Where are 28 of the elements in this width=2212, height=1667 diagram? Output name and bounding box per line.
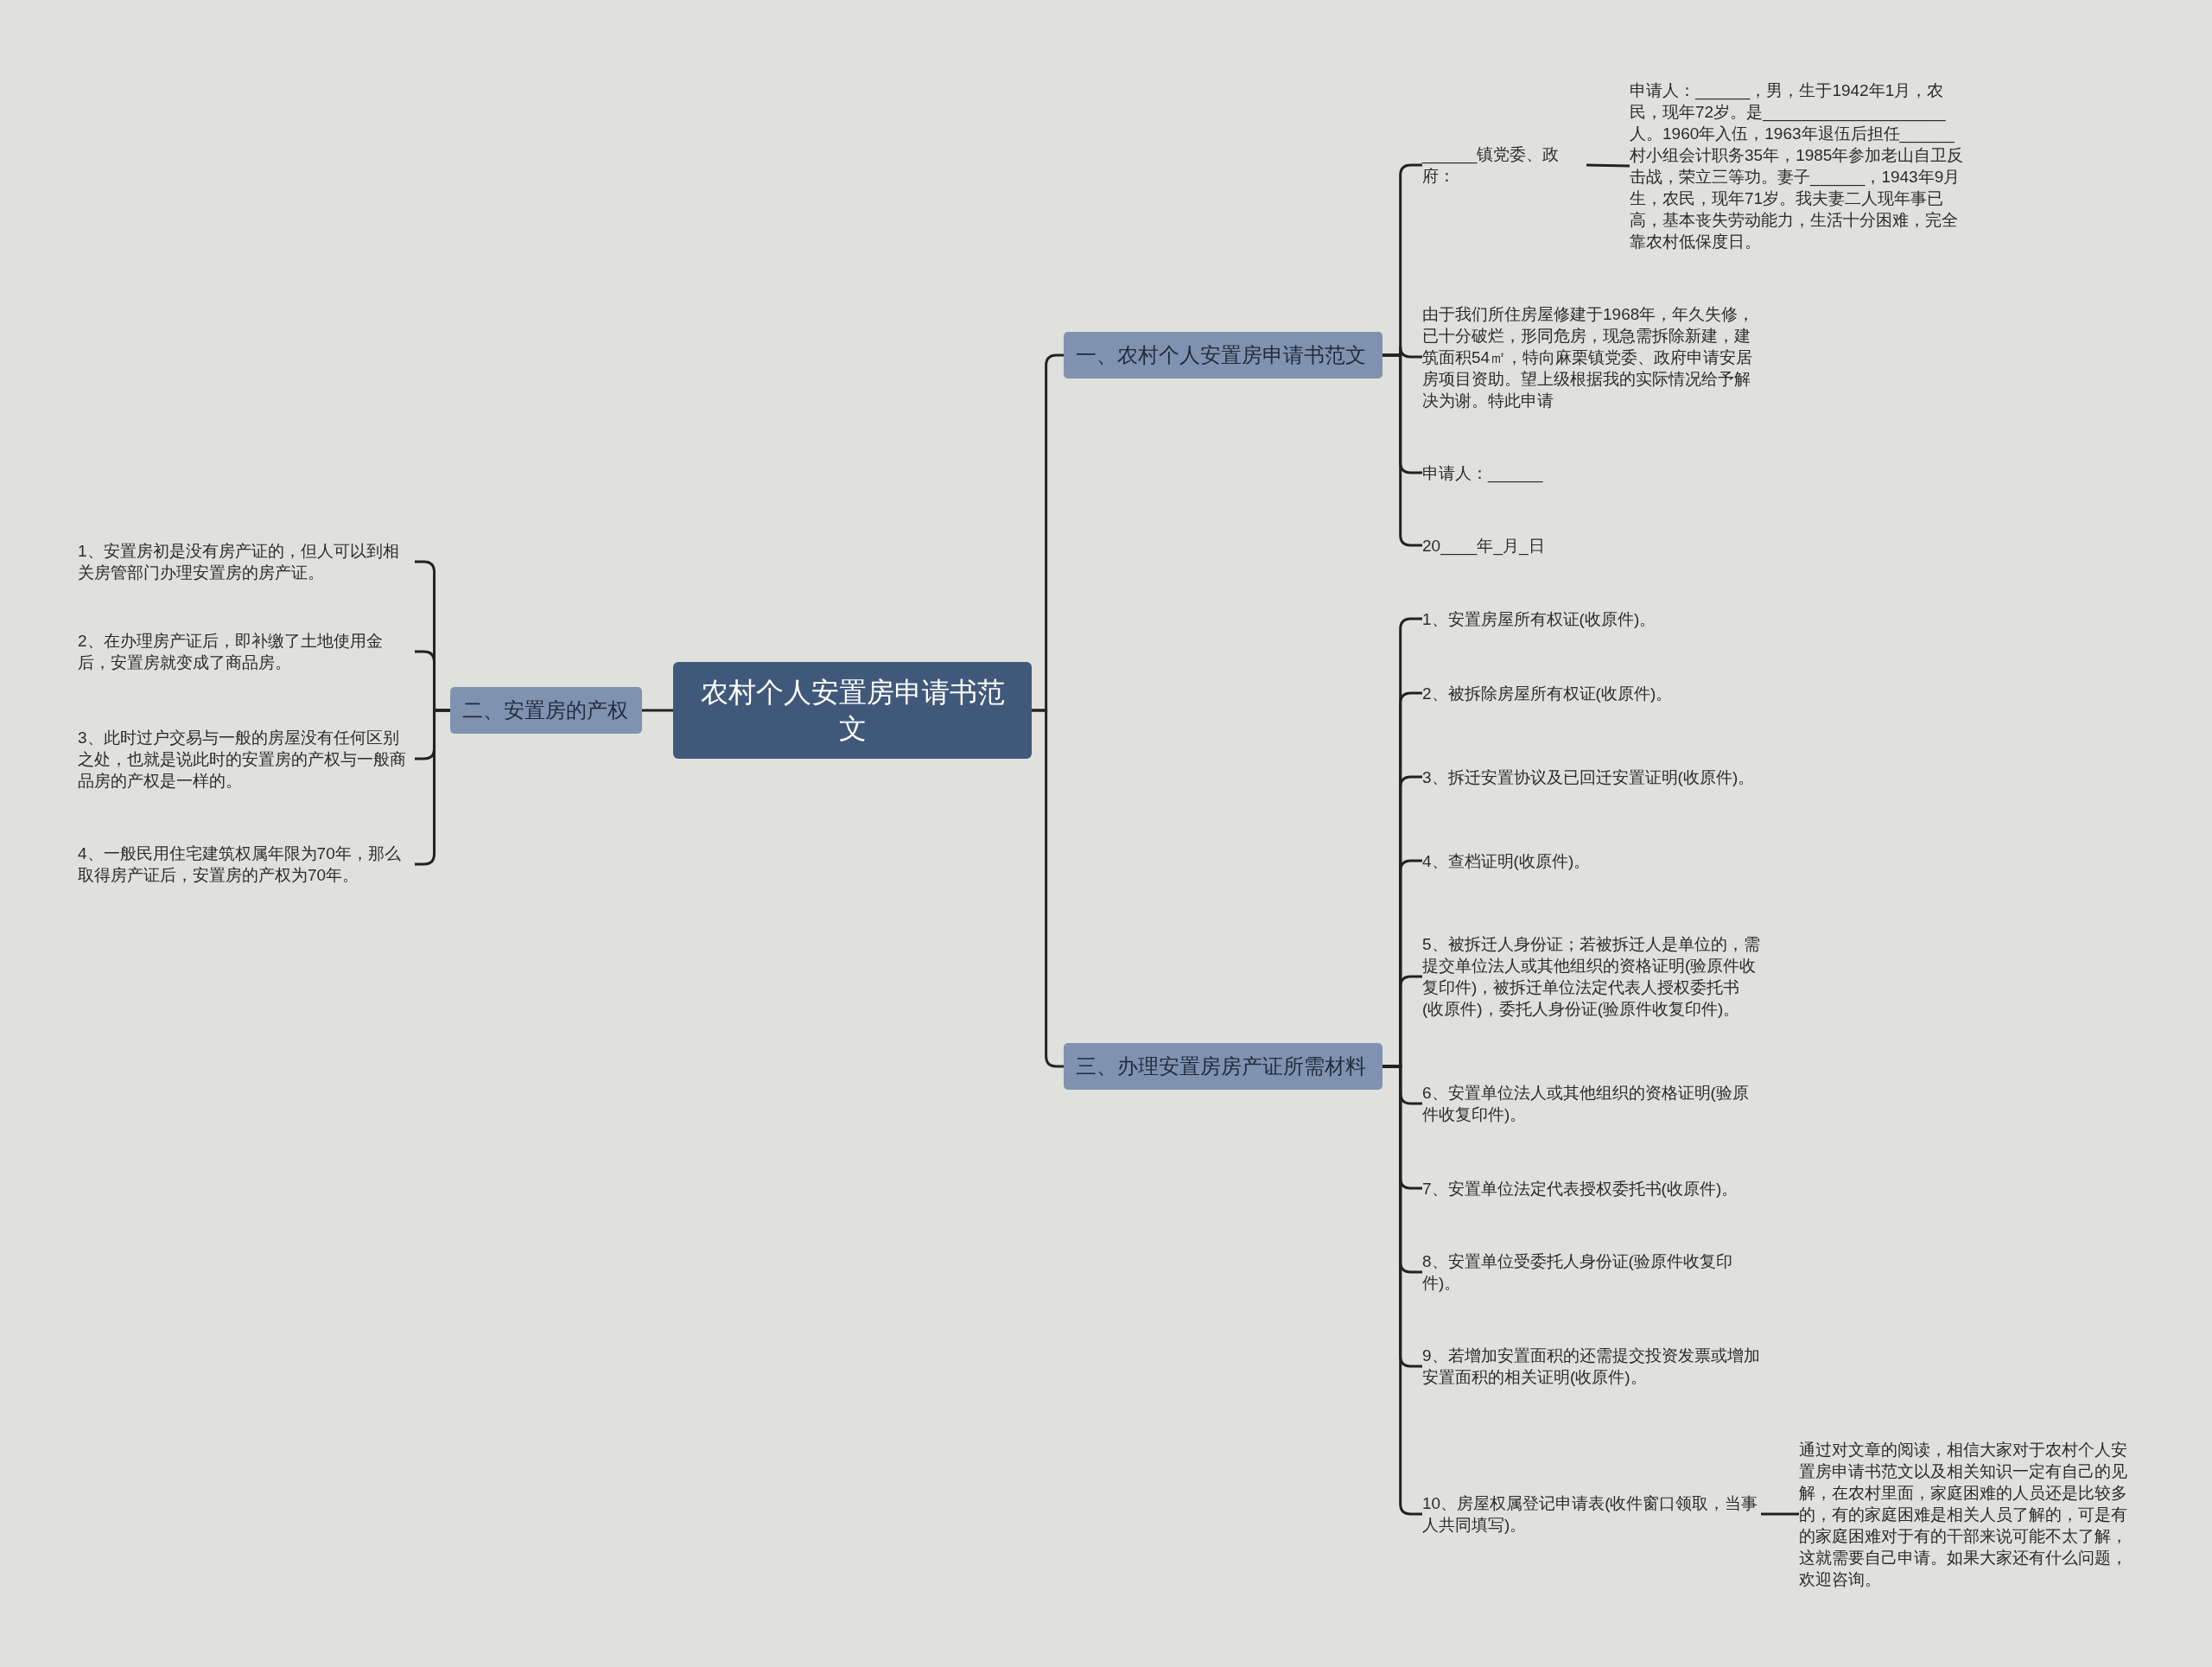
topic-text: 10、房屋权属登记申请表(收件窗口领取，当事人共同填写)。 bbox=[1422, 1492, 1761, 1536]
topic-text: 8、安置单位受委托人身份证(验原件收复印件)。 bbox=[1422, 1250, 1761, 1294]
topic-text: 2、被拆除房屋所有权证(收原件)。 bbox=[1422, 682, 1761, 704]
topic-text: 9、若增加安置面积的还需提交投资发票或增加安置面积的相关证明(收原件)。 bbox=[1422, 1345, 1761, 1388]
topic-text: 4、查档证明(收原件)。 bbox=[1422, 849, 1761, 872]
topic-text: 5、被拆迁人身份证；若被拆迁人是单位的，需提交单位法人或其他组织的资格证明(验原件收复印件)，被拆迁单位法定代表人授权委托书(收原件)，委托人身份证(验原件收复印件)。 bbox=[1422, 933, 1761, 1020]
connector-line bbox=[1761, 1512, 1799, 1516]
connector-line bbox=[1032, 709, 1064, 1068]
branch-topic-box: 二、安置房的产权 bbox=[450, 687, 642, 734]
topic-text: 1、安置房初是没有房产证的，但人可以到相关房管部门办理安置房的房产证。 bbox=[78, 540, 415, 583]
topic-text: 3、拆迁安置协议及已回迁安置证明(收原件)。 bbox=[1422, 766, 1761, 788]
topic-text: 申请人：______，男，生于1942年1月，农民，现年72岁。是____________________人。1960年入伍，1963年退伍后担任______村小组会计职务35年，1985年参加老山自卫反击战，荣立三等功。妻子______，1943年9月生，农民，现年71岁。我夫妻二人现年事已高，基本丧失劳动能力，生活十分困难，完全靠农村低保度日。 bbox=[1630, 80, 1968, 252]
topic-text: 20____年_月_日 bbox=[1422, 534, 1595, 557]
topic-text: 2、在办理房产证后，即补缴了土地使用金后，安置房就变成了商品房。 bbox=[78, 630, 415, 673]
topic-text: 通过对文章的阅读，相信大家对于农村个人安置房申请书范文以及相关知识一定有自己的见解，在农村里面，家庭困难的人员还是比较多的，有的家庭困难是相关人员了解的，可是有的家庭困难对于有的干部来说可能不太了解，这就需要自己申请。如果大家还有什么问题，欢迎咨询。 bbox=[1799, 1438, 2138, 1590]
topic-text: 7、安置单位法定代表授权委托书(收原件)。 bbox=[1422, 1177, 1761, 1199]
connector-line bbox=[642, 709, 673, 712]
branch-topic-box: 一、农村个人安置房申请书范文 bbox=[1064, 332, 1382, 379]
connector-line bbox=[1586, 163, 1630, 168]
topic-text: 由于我们所住房屋修建于1968年，年久失修，已十分破烂，形同危房，现急需拆除新建，建筑面积54㎡，特向麻栗镇党委、政府申请安居房项目资助。望上级根据我的实际情况给予解决为谢。特此申请 bbox=[1422, 302, 1761, 411]
topic-text: 3、此时过户交易与一般的房屋没有任何区别之处，也就是说此时的安置房的产权与一般商品房的产权是一样的。 bbox=[78, 726, 415, 792]
branch-topic-box: 三、办理安置房房产证所需材料 bbox=[1064, 1043, 1382, 1090]
central-topic-box: 农村个人安置房申请书范文 bbox=[673, 662, 1032, 759]
topic-text: 6、安置单位法人或其他组织的资格证明(验原件收复印件)。 bbox=[1422, 1082, 1761, 1125]
topic-text: 1、安置房屋所有权证(收原件)。 bbox=[1422, 608, 1761, 630]
topic-text: 申请人：______ bbox=[1422, 461, 1595, 484]
topic-text: ______镇党委、政府： bbox=[1422, 143, 1586, 187]
topic-text: 4、一般民用住宅建筑权属年限为70年，那么取得房产证后，安置房的产权为70年。 bbox=[78, 843, 415, 886]
